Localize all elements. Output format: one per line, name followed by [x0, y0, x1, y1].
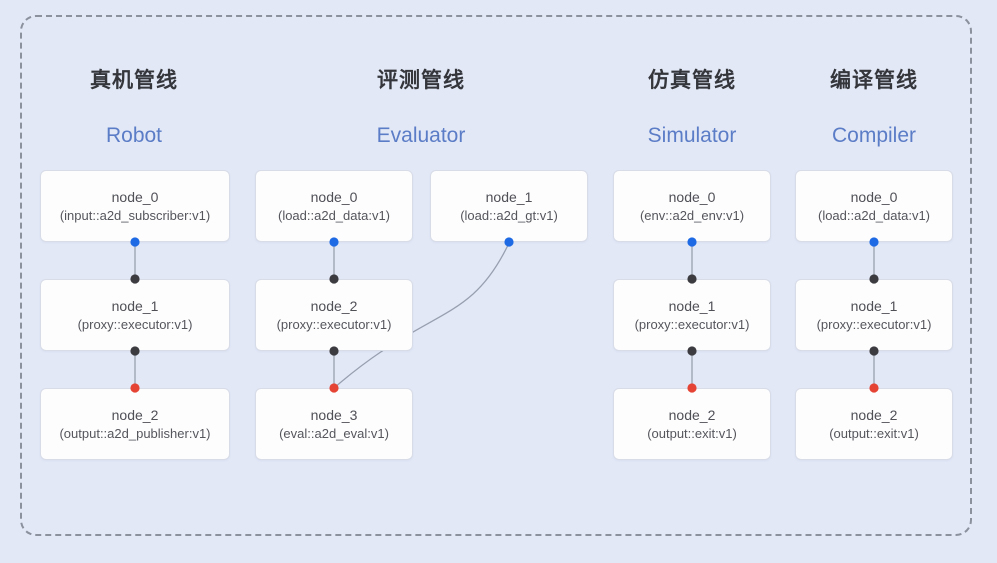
- node-box-compiler-node1: node_1 (proxy::executor:v1): [795, 279, 953, 351]
- node-box-robot-node0: node_0 (input::a2d_subscriber:v1): [40, 170, 230, 242]
- node-box-evaluator-node2: node_2 (proxy::executor:v1): [255, 279, 413, 351]
- node-type: (proxy::executor:v1): [816, 317, 932, 332]
- node-type: (eval::a2d_eval:v1): [279, 426, 389, 441]
- node-name: node_2: [310, 298, 358, 314]
- node-type: (load::a2d_gt:v1): [460, 208, 558, 223]
- node-type: (env::a2d_env:v1): [639, 208, 745, 223]
- node-type: (input::a2d_subscriber:v1): [59, 208, 211, 223]
- node-type: (proxy::executor:v1): [634, 317, 750, 332]
- pipeline-title-en-compiler: Compiler: [831, 124, 917, 147]
- node-type: (load::a2d_data:v1): [817, 208, 931, 223]
- node-name: node_0: [111, 189, 159, 205]
- node-box-evaluator-node3: node_3 (eval::a2d_eval:v1): [255, 388, 413, 460]
- node-box-robot-node1: node_1 (proxy::executor:v1): [40, 279, 230, 351]
- node-box-simulator-node2: node_2 (output::exit:v1): [613, 388, 771, 460]
- node-box-evaluator-node1: node_1 (load::a2d_gt:v1): [430, 170, 588, 242]
- node-type: (output::exit:v1): [829, 426, 919, 441]
- pipeline-title-en-robot: Robot: [105, 124, 163, 147]
- node-name: node_2: [111, 407, 159, 423]
- node-box-evaluator-node0: node_0 (load::a2d_data:v1): [255, 170, 413, 242]
- pipeline-title-en-evaluator: Evaluator: [376, 124, 466, 147]
- node-box-simulator-node1: node_1 (proxy::executor:v1): [613, 279, 771, 351]
- node-type: (load::a2d_data:v1): [277, 208, 391, 223]
- node-box-compiler-node2: node_2 (output::exit:v1): [795, 388, 953, 460]
- node-type: (output::a2d_publisher:v1): [59, 426, 211, 441]
- node-name: node_0: [668, 189, 716, 205]
- pipeline-title-cn-compiler: 编译管线: [830, 69, 918, 92]
- node-name: node_0: [310, 189, 358, 205]
- node-name: node_1: [850, 298, 898, 314]
- node-name: node_1: [485, 189, 533, 205]
- pipeline-title-cn-evaluator: 评测管线: [377, 69, 465, 92]
- node-name: node_1: [668, 298, 716, 314]
- node-name: node_0: [850, 189, 898, 205]
- pipeline-title-en-simulator: Simulator: [647, 124, 737, 147]
- node-type: (proxy::executor:v1): [77, 317, 193, 332]
- dashed-frame: [20, 15, 972, 536]
- node-type: (proxy::executor:v1): [276, 317, 392, 332]
- node-box-compiler-node0: node_0 (load::a2d_data:v1): [795, 170, 953, 242]
- node-name: node_3: [310, 407, 358, 423]
- node-name: node_1: [111, 298, 159, 314]
- node-box-robot-node2: node_2 (output::a2d_publisher:v1): [40, 388, 230, 460]
- node-name: node_2: [850, 407, 898, 423]
- pipeline-title-cn-simulator: 仿真管线: [648, 69, 736, 92]
- node-box-simulator-node0: node_0 (env::a2d_env:v1): [613, 170, 771, 242]
- node-type: (output::exit:v1): [647, 426, 737, 441]
- node-name: node_2: [668, 407, 716, 423]
- pipeline-title-cn-robot: 真机管线: [90, 69, 178, 92]
